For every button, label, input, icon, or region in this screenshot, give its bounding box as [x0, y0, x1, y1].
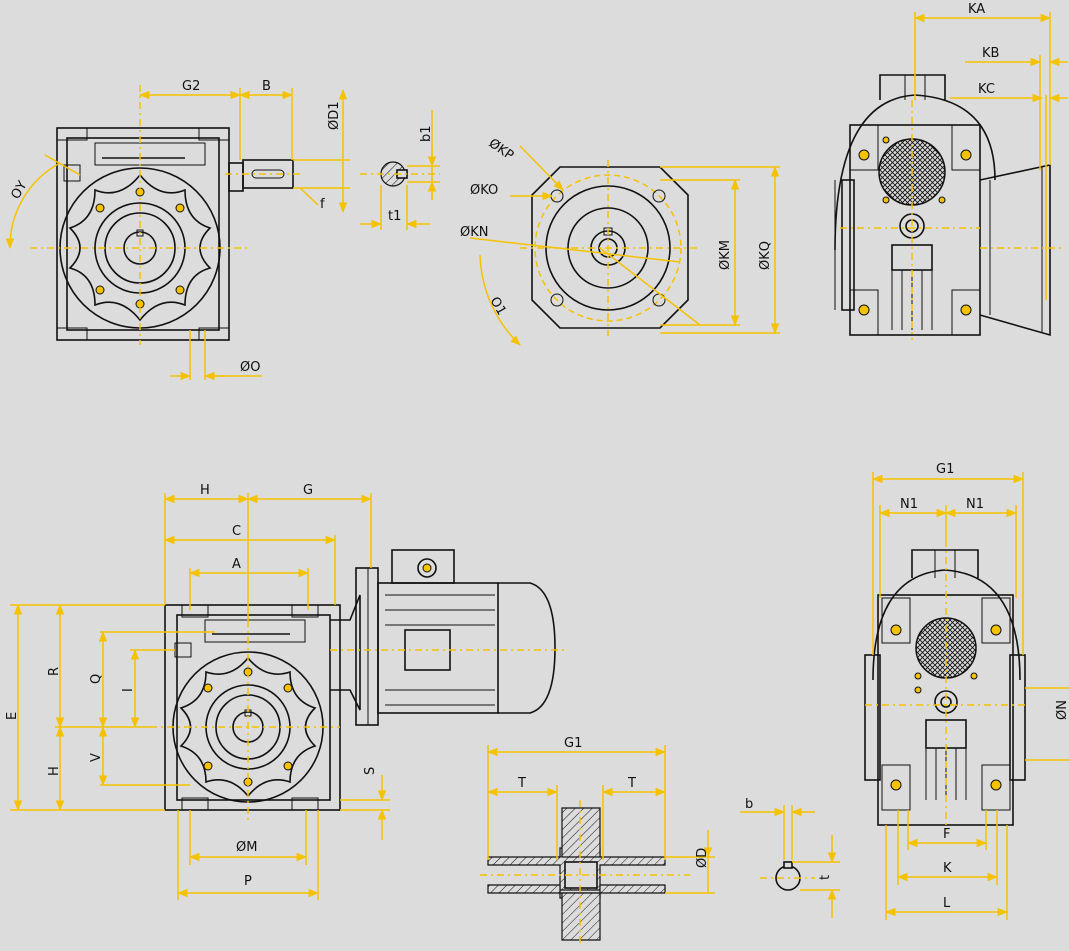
- gearbox-side-view: [834, 12, 1068, 340]
- label-okq: ØKQ: [758, 241, 773, 270]
- label-t-left: T: [517, 776, 526, 791]
- label-f-cap: F: [943, 827, 950, 842]
- gearbox-front-view: [30, 85, 300, 345]
- label-okm: ØKM: [718, 240, 733, 270]
- label-g2: G2: [182, 79, 200, 94]
- label-k: K: [943, 861, 952, 876]
- label-od1: ØD1: [327, 101, 342, 130]
- label-g1-mid: G1: [564, 736, 582, 751]
- label-f: f: [320, 197, 325, 212]
- label-r: R: [47, 667, 62, 676]
- label-o1: Ο1: [487, 295, 509, 319]
- label-okn: ØKN: [460, 225, 488, 240]
- label-l: L: [943, 896, 951, 911]
- label-h-top: H: [200, 483, 210, 498]
- label-t1: t1: [388, 209, 401, 224]
- label-s: S: [363, 767, 378, 775]
- label-a: A: [232, 557, 241, 572]
- shaft-key-section: [360, 110, 440, 230]
- label-b-small: b: [745, 797, 753, 812]
- label-b: B: [262, 79, 271, 94]
- label-kb: KB: [982, 46, 999, 61]
- label-c: C: [232, 524, 241, 539]
- label-od: ØD: [695, 848, 710, 868]
- hollow-shaft-section: [480, 745, 715, 945]
- label-oo: ØO: [240, 360, 260, 375]
- label-b1: b1: [419, 125, 434, 142]
- label-kc: KC: [978, 82, 995, 97]
- label-okp: ØKP: [486, 136, 517, 164]
- label-ka: KA: [968, 2, 985, 17]
- label-oko: ØKO: [470, 183, 498, 198]
- label-i: I: [121, 688, 136, 692]
- label-n1-left: N1: [900, 497, 918, 512]
- label-g1-right: G1: [936, 462, 954, 477]
- dimensions-view1: [5, 88, 350, 381]
- label-e: E: [5, 712, 20, 720]
- label-om: ØM: [236, 840, 257, 855]
- label-oy: ΟΥ: [8, 179, 30, 202]
- gearbox-side-view-bottom: [864, 472, 1069, 920]
- dimensions-view5: [10, 493, 390, 900]
- label-h-side: H: [47, 766, 62, 776]
- label-p: P: [244, 874, 252, 889]
- label-t-right: T: [627, 776, 636, 791]
- label-g: G: [303, 483, 313, 498]
- label-q: Q: [89, 674, 104, 684]
- flange-view: [469, 145, 780, 346]
- label-t-small: t: [818, 875, 833, 880]
- label-v: V: [89, 753, 104, 762]
- label-n1-right: N1: [966, 497, 984, 512]
- bore-key-section: [740, 805, 840, 918]
- label-on: ØN: [1055, 700, 1069, 720]
- gearmotor-front-view: [150, 549, 565, 820]
